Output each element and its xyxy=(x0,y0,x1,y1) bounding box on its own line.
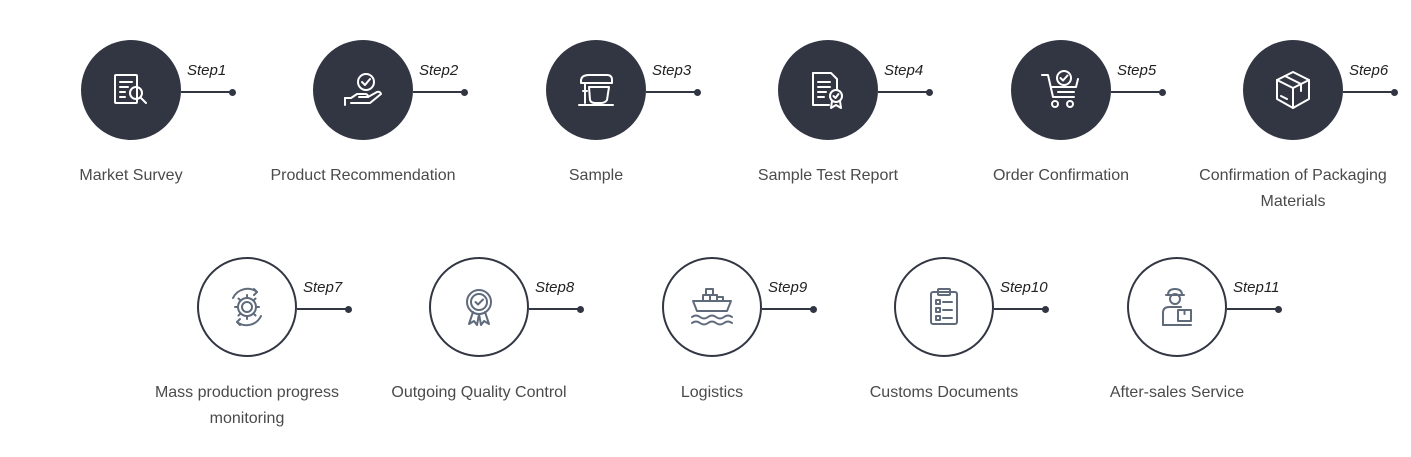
step-9-title: Logistics xyxy=(680,384,744,401)
step-2-title: Product Recommendation xyxy=(270,167,456,184)
step-8-icon-circle xyxy=(429,257,529,357)
step-3-number: Step3 xyxy=(652,62,692,79)
process-step-7: Step7 Mass production progress monitorin… xyxy=(127,257,367,457)
step-10-connector-dot xyxy=(1042,306,1049,313)
step-7-number: Step7 xyxy=(303,279,343,296)
step-5-icon-circle xyxy=(1011,40,1111,140)
step-8-connector-line xyxy=(529,308,580,310)
cart-check-icon xyxy=(1041,70,1079,108)
step-2-icon-circle xyxy=(313,40,413,140)
cargo-ship-icon xyxy=(691,288,733,326)
step-11-number: Step11 xyxy=(1233,279,1280,296)
step-1-connector-line xyxy=(181,91,232,93)
step-10-icon-circle xyxy=(894,257,994,357)
step-11-title: After-sales Service xyxy=(1109,384,1245,401)
stand-mixer-icon xyxy=(578,74,614,106)
package-box-icon xyxy=(1276,71,1310,109)
step-5-title: Order Confirmation xyxy=(992,167,1130,184)
step-6-connector-dot xyxy=(1391,89,1398,96)
certificate-document-icon xyxy=(812,72,843,109)
step-4-title: Sample Test Report xyxy=(757,167,899,184)
process-step-5: Step5 Order Confirmation xyxy=(941,40,1181,240)
step-4-connector-line xyxy=(878,91,929,93)
step-9-number: Step9 xyxy=(768,279,808,296)
step-8-title: Outgoing Quality Control xyxy=(391,384,567,401)
step-2-connector-line xyxy=(413,91,464,93)
process-step-1: Step1 Market Survey xyxy=(11,40,251,240)
step-7-icon-circle xyxy=(197,257,297,357)
step-1-title: Market Survey xyxy=(79,167,183,184)
step-10-number: Step10 xyxy=(1000,279,1048,296)
step-6-icon-circle xyxy=(1243,40,1343,140)
step-6-connector-line xyxy=(1343,91,1394,93)
step-11-connector-dot xyxy=(1275,306,1282,313)
step-9-icon-circle xyxy=(662,257,762,357)
step-6-title: Confirmation of Packaging Materials xyxy=(1199,167,1387,210)
process-step-6: Step6 Confirmation of Packaging Material… xyxy=(1173,40,1411,240)
step-4-icon-circle xyxy=(778,40,878,140)
clipboard-checklist-icon xyxy=(930,288,958,325)
process-step-8: Step8 Outgoing Quality Control xyxy=(359,257,599,457)
step-8-number: Step8 xyxy=(535,279,575,296)
step-9-connector-dot xyxy=(810,306,817,313)
step-8-connector-dot xyxy=(577,306,584,313)
step-5-connector-dot xyxy=(1159,89,1166,96)
step-9-connector-line xyxy=(762,308,813,310)
quality-badge-icon xyxy=(466,289,492,326)
step-10-connector-line xyxy=(994,308,1045,310)
step-4-connector-dot xyxy=(926,89,933,96)
step-1-number: Step1 xyxy=(187,62,227,79)
document-search-icon xyxy=(114,74,147,104)
step-7-connector-dot xyxy=(345,306,352,313)
process-step-10: Step10 Customs Documents xyxy=(824,257,1064,457)
step-5-number: Step5 xyxy=(1117,62,1157,79)
step-3-icon-circle xyxy=(546,40,646,140)
delivery-person-icon xyxy=(1162,288,1192,326)
step-2-number: Step2 xyxy=(419,62,459,79)
process-step-2: Step2 Product Recommendation xyxy=(243,40,483,240)
process-step-9: Step9 Logistics xyxy=(592,257,832,457)
step-3-connector-dot xyxy=(694,89,701,96)
step-7-title: Mass production progress monitoring xyxy=(154,384,340,427)
step-4-number: Step4 xyxy=(884,62,924,79)
step-1-connector-dot xyxy=(229,89,236,96)
gear-cycle-icon xyxy=(232,287,262,327)
step-11-connector-line xyxy=(1227,308,1278,310)
step-3-connector-line xyxy=(646,91,697,93)
process-step-4: Step4 Sample Test Report xyxy=(708,40,948,240)
process-step-3: Step3 Sample xyxy=(476,40,716,240)
step-2-connector-dot xyxy=(461,89,468,96)
step-11-icon-circle xyxy=(1127,257,1227,357)
step-7-connector-line xyxy=(297,308,348,310)
step-3-title: Sample xyxy=(568,167,624,184)
process-step-11: Step11 After-sales Service xyxy=(1057,257,1297,457)
step-1-icon-circle xyxy=(81,40,181,140)
step-6-number: Step6 xyxy=(1349,62,1389,79)
step-10-title: Customs Documents xyxy=(869,384,1019,401)
step-5-connector-line xyxy=(1111,91,1162,93)
hand-check-icon xyxy=(344,73,382,106)
